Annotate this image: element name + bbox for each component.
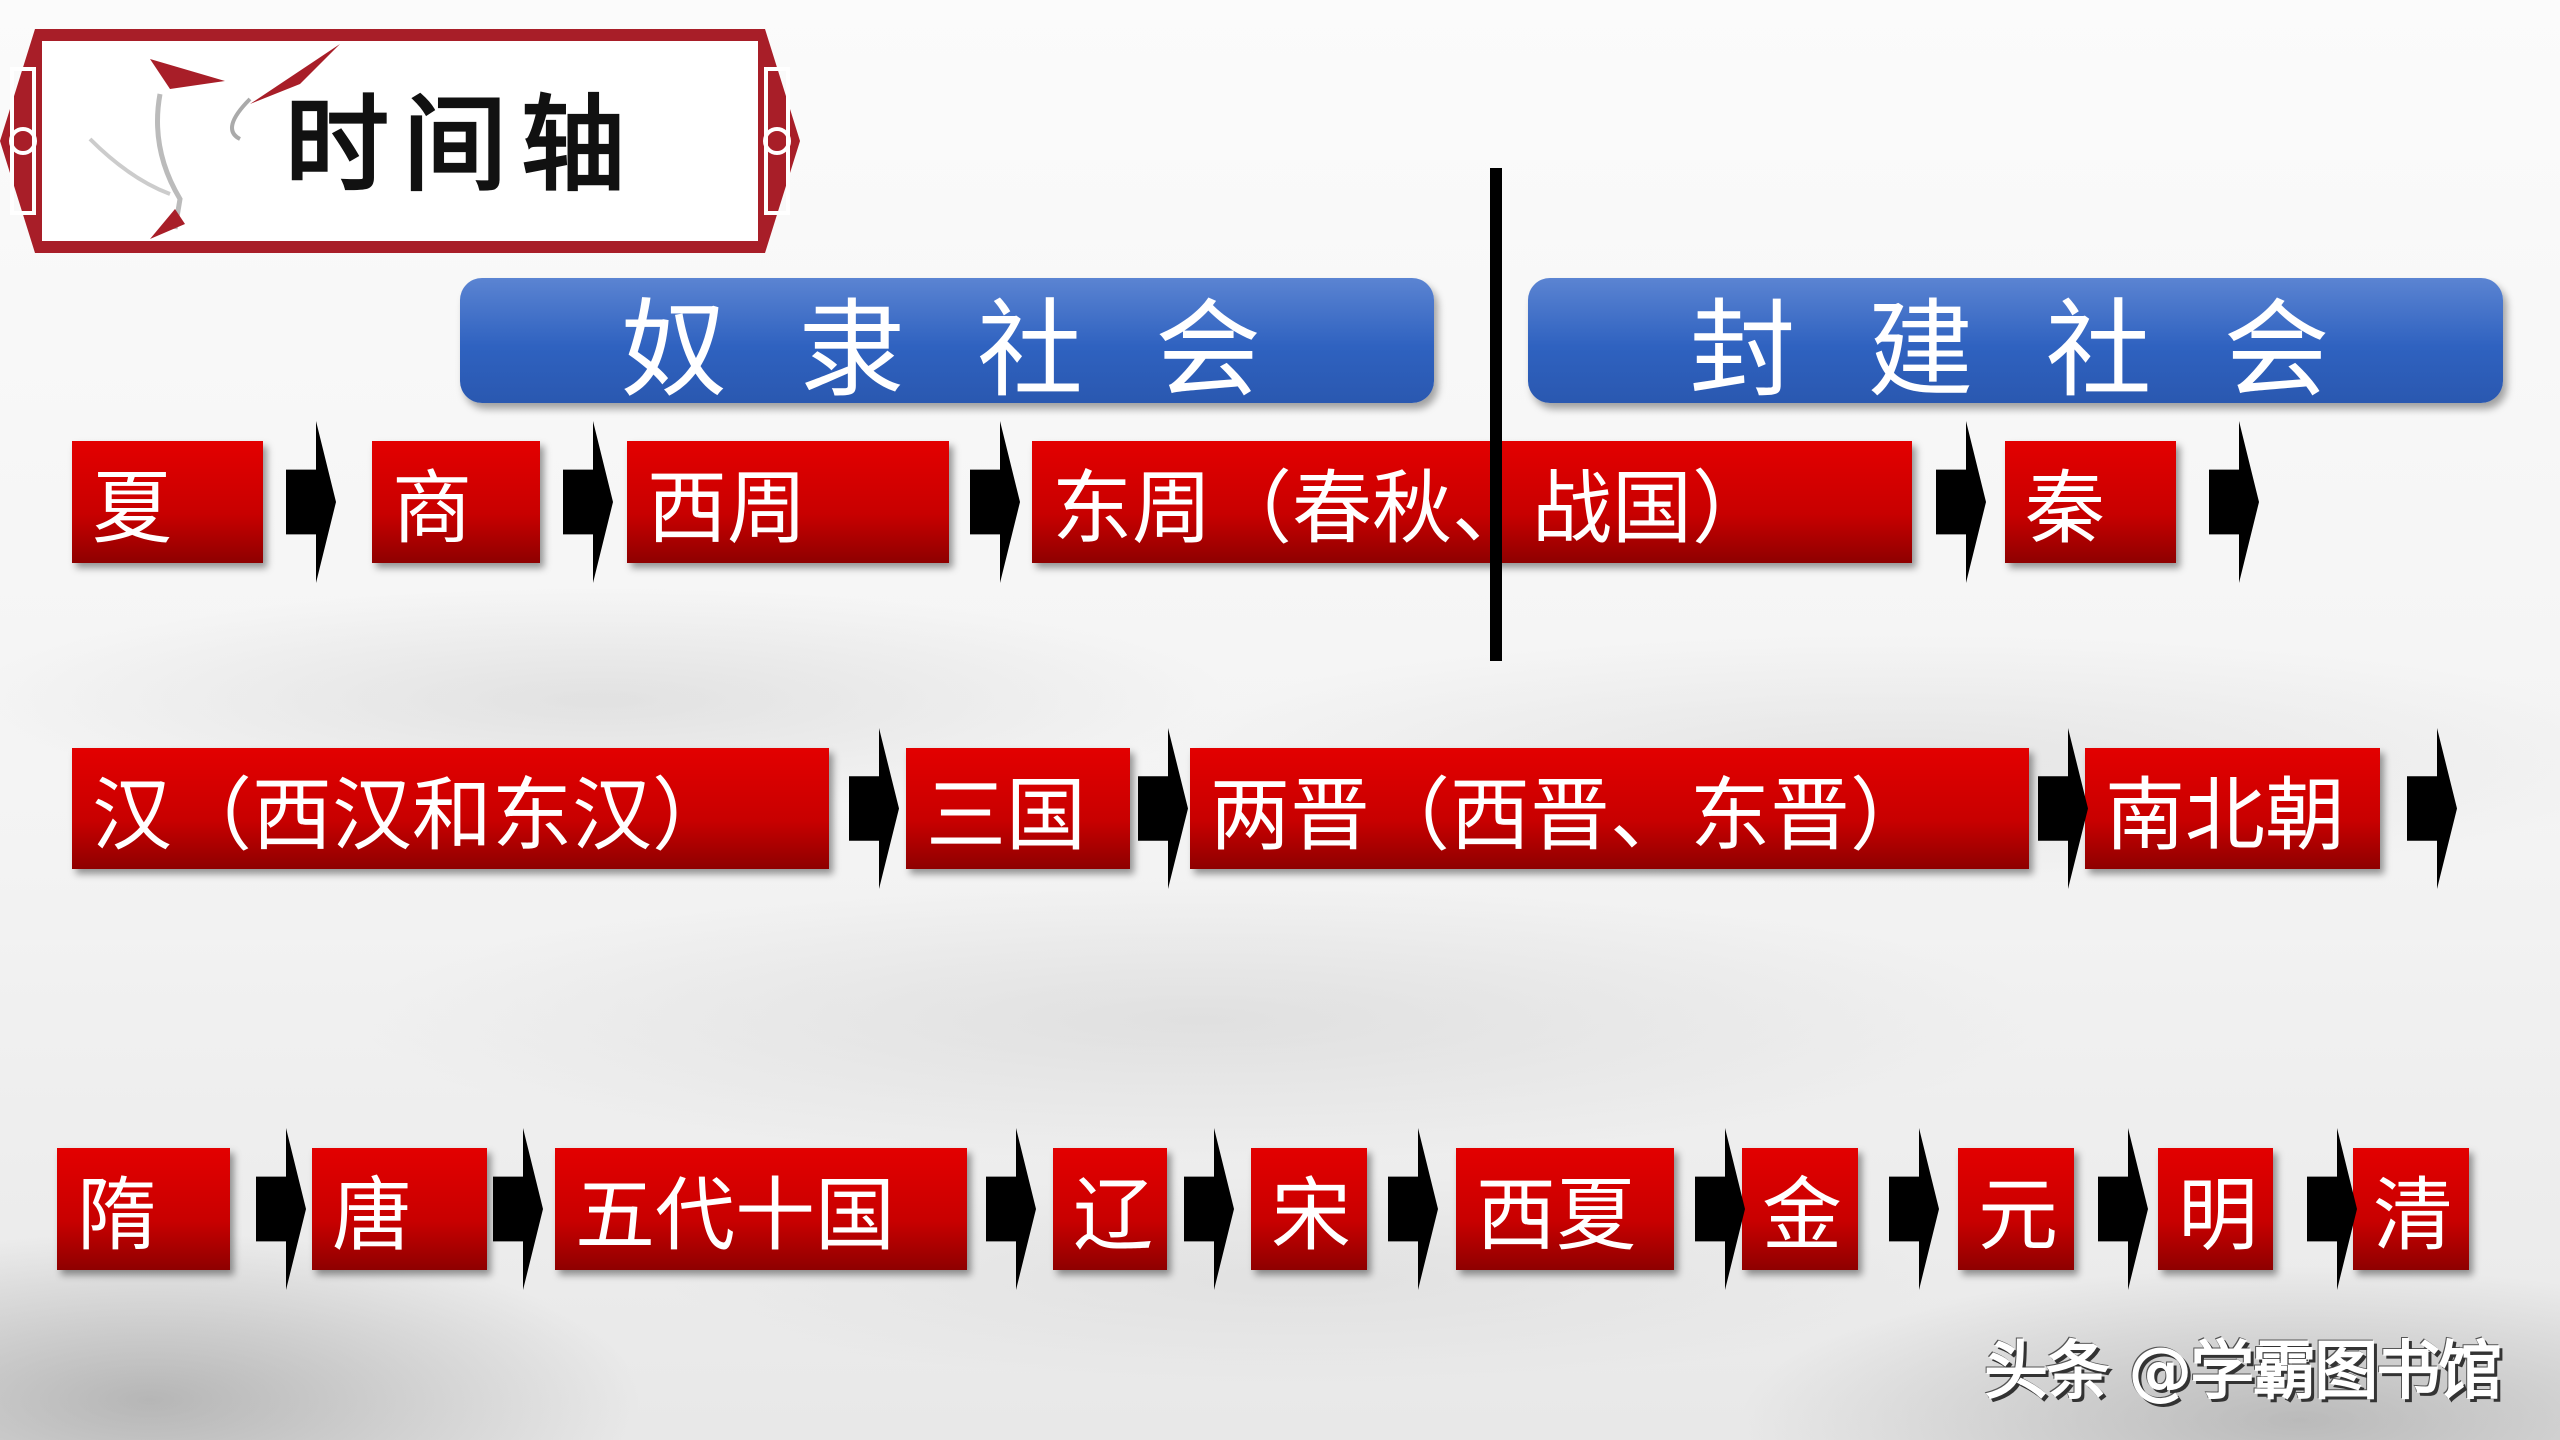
dynasty-box: 商 — [372, 441, 540, 563]
arrow-right-icon — [2098, 1128, 2148, 1290]
dynasty-box: 南北朝 — [2085, 748, 2380, 869]
dynasty-box: 两晋（西晋、东晋） — [1190, 748, 2029, 869]
title-frame — [0, 29, 800, 253]
dynasty-box: 三国 — [906, 748, 1130, 869]
dynasty-box: 清 — [2353, 1148, 2469, 1270]
arrow-right-icon — [1138, 728, 1188, 889]
arrow-right-icon — [986, 1128, 1036, 1290]
crane-icon — [88, 44, 340, 239]
arrow-right-icon — [286, 421, 336, 583]
arrow-right-icon — [1388, 1128, 1438, 1290]
feudal-society-banner: 封建社会 — [1528, 278, 2503, 412]
era-divider-line — [1490, 168, 1502, 661]
arrow-right-icon — [2407, 728, 2457, 889]
dynasty-box: 辽 — [1053, 1148, 1167, 1270]
slave-society-banner: 奴隶社会 — [460, 278, 1434, 412]
arrow-right-icon — [563, 421, 613, 583]
dynasty-box: 隋 — [57, 1148, 230, 1270]
arrow-right-icon — [1889, 1128, 1939, 1290]
dynasty-box: 宋 — [1251, 1148, 1367, 1270]
arrow-right-icon — [849, 728, 899, 889]
dynasty-box: 金 — [1742, 1148, 1858, 1270]
dynasty-box: 唐 — [312, 1148, 487, 1270]
dynasty-box: 明 — [2158, 1148, 2273, 1270]
dynasty-box: 西周 — [627, 441, 949, 563]
dynasty-box: 汉（西汉和东汉） — [72, 748, 829, 869]
arrow-right-icon — [2038, 728, 2088, 889]
dynasty-box: 秦 — [2005, 441, 2176, 563]
arrow-right-icon — [493, 1128, 543, 1290]
arrow-right-icon — [1184, 1128, 1234, 1290]
page-title: 时间轴 — [285, 83, 640, 206]
dynasty-box: 元 — [1958, 1148, 2074, 1270]
arrow-right-icon — [256, 1128, 306, 1290]
dynasty-box: 西夏 — [1456, 1148, 1674, 1270]
dynasty-box: 五代十国 — [555, 1148, 967, 1270]
arrow-right-icon — [970, 421, 1020, 583]
arrow-right-icon — [1695, 1128, 1745, 1290]
arrow-right-icon — [2307, 1128, 2357, 1290]
arrow-right-icon — [1936, 421, 1986, 583]
dynasty-box: 夏 — [72, 441, 263, 563]
watermark: 头条 @学霸图书馆 — [1984, 1335, 2502, 1409]
dynasty-box: 东周（春秋、战国） — [1032, 441, 1912, 563]
arrow-right-icon — [2209, 421, 2259, 583]
